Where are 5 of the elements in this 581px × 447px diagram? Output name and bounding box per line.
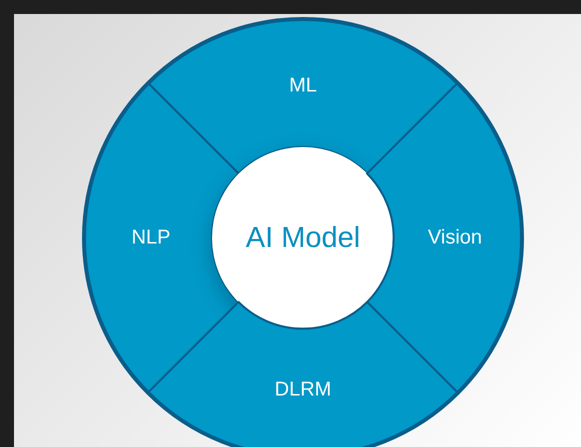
segment-label: NLP xyxy=(132,226,170,250)
segment-label: ML xyxy=(289,74,317,98)
segment-label: Vision xyxy=(428,226,482,250)
center-label: AI Model xyxy=(244,221,362,255)
segment-label: DLRM xyxy=(274,378,332,402)
